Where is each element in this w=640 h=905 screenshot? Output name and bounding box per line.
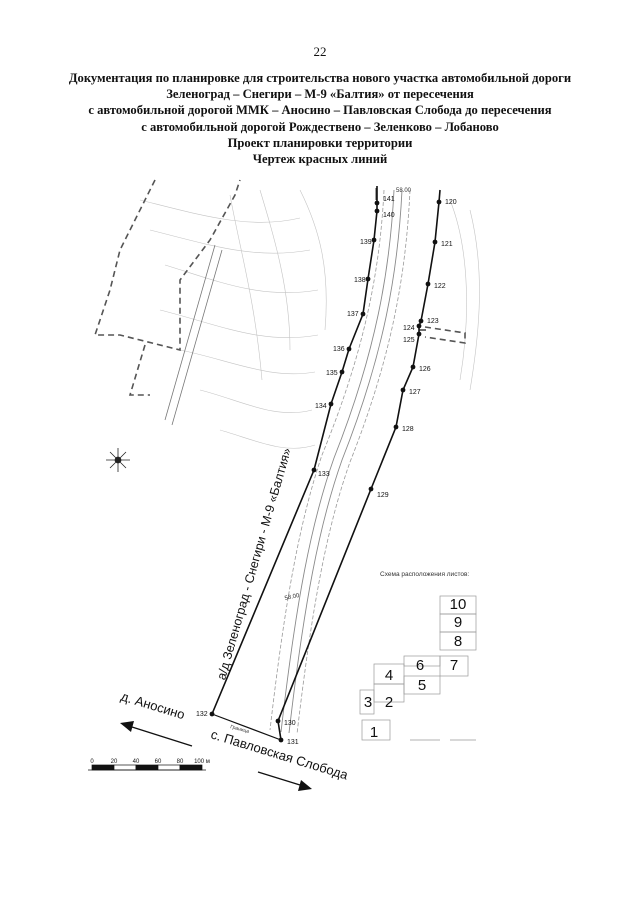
boundary-label: Граница (229, 724, 249, 735)
sheet-3: 3 (364, 694, 372, 711)
point-right-129 (368, 486, 374, 492)
scale-segment (91, 764, 115, 771)
compass-rose (106, 448, 130, 472)
header-line-6: Чертеж красных линий (252, 152, 388, 167)
sheet-5: 5 (418, 677, 426, 694)
point-right-131 (278, 737, 284, 743)
point-label-120: 120 (445, 199, 457, 206)
point-label-126: 126 (419, 366, 431, 373)
side-dashed-parcels (93, 179, 466, 396)
scale-bar: 0 20 40 60 80 100 м (88, 759, 210, 771)
point-label-129: 129 (377, 492, 389, 499)
point-label-141: 141 (383, 196, 395, 203)
point-label-138: 138 (354, 277, 366, 284)
point-right-128 (393, 424, 399, 430)
point-label-134: 134 (315, 403, 327, 410)
point-left-134 (328, 401, 334, 407)
point-right-120 (436, 199, 442, 205)
scale-tick-label: 80 (177, 759, 184, 765)
point-left-132 (209, 711, 215, 717)
sheet-9: 9 (454, 614, 462, 631)
sheet-6: 6 (416, 657, 424, 674)
point-right-121 (432, 239, 438, 245)
point-left-137 (360, 311, 366, 317)
scale-tick-label: 20 (111, 759, 118, 765)
red-lines (211, 186, 441, 741)
point-right-127 (400, 387, 406, 393)
point-right-125 (416, 331, 422, 337)
point-label-133: 133 (318, 471, 330, 478)
direction-anosino-label: д. Аносино (119, 689, 187, 723)
header-line-3: с автомобильной дорогой ММК – Аносино – … (88, 103, 552, 118)
scale-segment (157, 764, 181, 771)
document-header: Документация по планировке для строитель… (20, 70, 620, 167)
point-label-124: 124 (403, 325, 415, 332)
scale-segment (113, 764, 137, 771)
sheet-1: 1 (370, 724, 378, 741)
point-label-139: 139 (360, 239, 372, 246)
point-label-122: 122 (434, 283, 446, 290)
road-corridor (269, 188, 411, 735)
header-line-5: Проект планировки территории (227, 135, 413, 150)
header-line-2: Зеленоград – Снегири – М-9 «Балтия» от п… (166, 87, 474, 102)
scale-tick-label: 60 (155, 759, 162, 765)
side-strip (164, 244, 223, 426)
point-label-135: 135 (326, 370, 338, 377)
scale-tick-label: 0 (90, 759, 94, 765)
point-label-121: 121 (441, 241, 453, 248)
arrow-left-icon (120, 721, 134, 732)
scale-tick-label: 100 м (194, 759, 210, 765)
arrow-right-icon (298, 780, 312, 791)
point-label-137: 137 (347, 311, 359, 318)
point-left-138 (365, 276, 371, 282)
point-label-140: 140 (383, 212, 395, 219)
point-left-140 (374, 208, 380, 214)
boundary-points: 1411401391381371361351341331321201211221… (196, 196, 457, 746)
direction-anosino: д. Аносино (119, 689, 193, 747)
sheet-8: 8 (454, 633, 462, 650)
page-number: 22 (313, 44, 327, 59)
header-line-1: Документация по планировке для строитель… (68, 71, 572, 85)
sheet-scheme-title: Схема расположения листов: (380, 571, 469, 578)
point-label-136: 136 (333, 346, 345, 353)
sheet-2: 2 (385, 694, 393, 711)
point-left-133 (311, 467, 317, 473)
sheet-layout-scheme: Схема расположения листов: 10 9 8 7 6 5 … (359, 571, 477, 741)
header-line-4: с автомобильной дорогой Рождествено – Зе… (141, 119, 499, 134)
point-label-125: 125 (403, 337, 415, 344)
point-right-123 (418, 318, 424, 324)
point-left-136 (346, 346, 352, 352)
point-right-130 (275, 718, 281, 724)
background-contours (139, 189, 480, 449)
point-label-128: 128 (402, 426, 414, 433)
sheet-4: 4 (385, 667, 393, 684)
sheet-7: 7 (450, 657, 458, 674)
point-label-131: 131 (287, 739, 299, 746)
width-label-mid: 58.00 (284, 593, 301, 602)
point-left-139 (371, 237, 377, 243)
sheet-10: 10 (450, 596, 467, 613)
point-left-141 (374, 200, 380, 206)
point-right-124 (416, 323, 422, 329)
width-label-top: 58.00 (396, 188, 412, 194)
scale-tick-label: 40 (133, 759, 140, 765)
point-label-130: 130 (284, 720, 296, 727)
red-line-bottom (211, 713, 282, 741)
point-label-127: 127 (409, 389, 421, 396)
point-right-122 (425, 281, 431, 287)
point-right-126 (410, 364, 416, 370)
point-label-123: 123 (427, 318, 439, 325)
scale-segment (179, 764, 203, 771)
point-label-132: 132 (196, 711, 208, 718)
scale-segment (135, 764, 159, 771)
road-label: а/д Зеленоград - Снегири - М-9 «Балтия» (214, 446, 294, 681)
point-left-135 (339, 369, 345, 375)
